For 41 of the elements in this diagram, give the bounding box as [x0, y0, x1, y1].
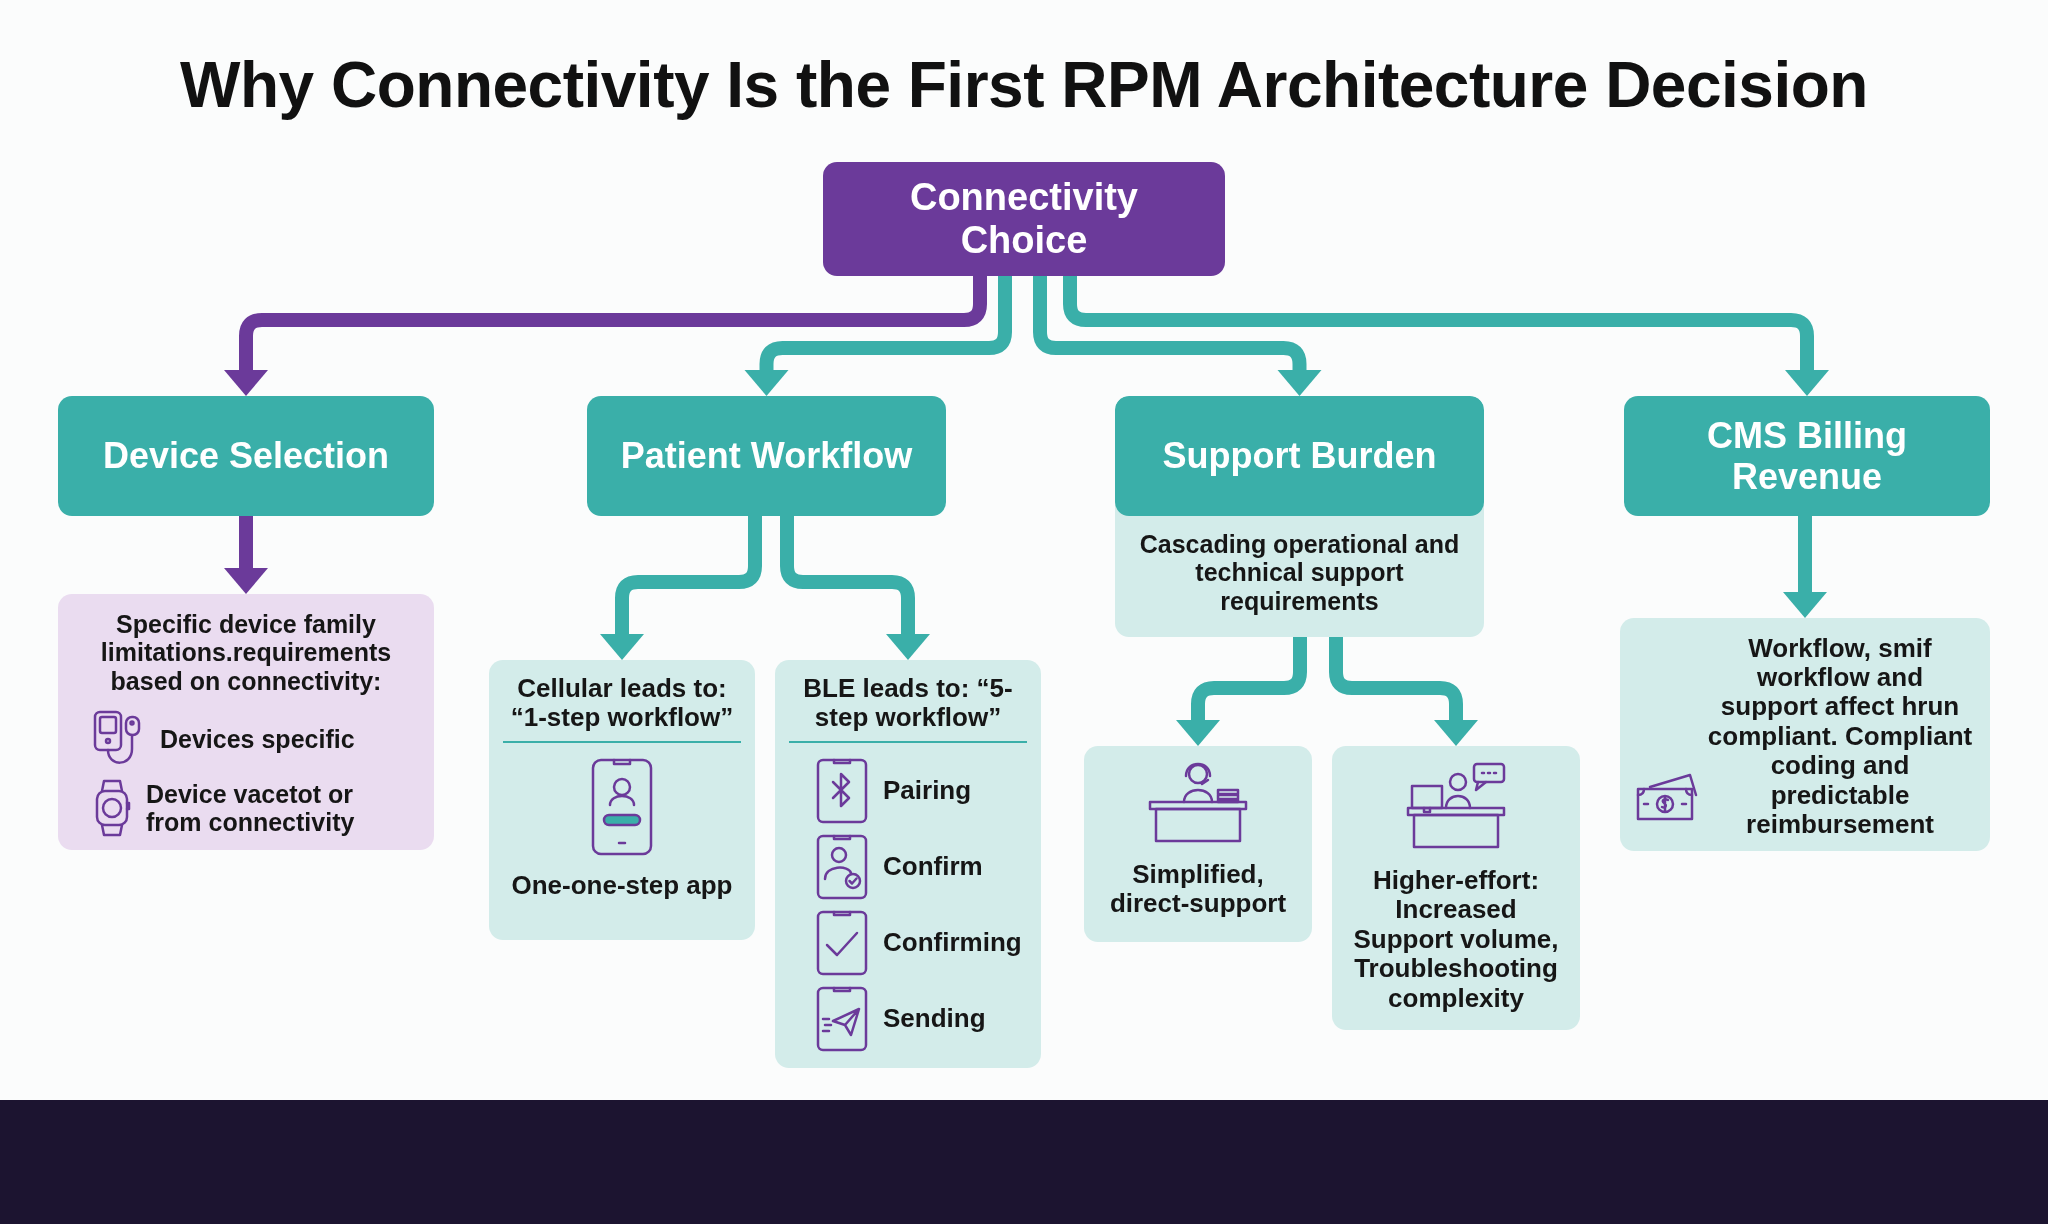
decision-box [823, 162, 1225, 276]
category-box [1624, 396, 1990, 516]
description-text: Workflow, smif workflow and support affect hrun compliant. Compliant coding and predictable reimbursement [1706, 633, 1974, 840]
step-text: Confirm [883, 852, 983, 882]
node-heading: Device Selection [101, 435, 391, 477]
arrow [780, 516, 930, 660]
node-heading: Patient Workflow [619, 435, 914, 477]
category-box [587, 396, 946, 516]
arrow [1063, 276, 1829, 396]
info-card [1620, 618, 1990, 851]
node-heading: Connectivity Choice [908, 176, 1139, 262]
info-card [775, 660, 1041, 1068]
step-text: Sending [883, 1004, 986, 1034]
category-box [58, 396, 434, 516]
info-card [489, 660, 755, 940]
item-text: Device vacetot or from connectivity [146, 779, 356, 836]
category-box [1115, 396, 1484, 637]
node-heading: Support Burden [1115, 396, 1484, 516]
card-heading: BLE leads to: “5-step workflow” [789, 674, 1027, 743]
description-text: Simplified, direct-support [1108, 860, 1288, 919]
info-card [1332, 746, 1580, 1030]
description-text: Higher-effort: Increased Support volume, Troubleshooting complexity [1352, 866, 1560, 1013]
arrow [1176, 637, 1307, 746]
step-text: Pairing [883, 776, 972, 806]
arrow [744, 276, 1012, 396]
arrow [1329, 637, 1478, 746]
arrow [224, 276, 987, 396]
step-text: Confirming [883, 928, 1022, 958]
arrow [1783, 516, 1827, 618]
diagram-title: Why Connectivity Is the First RPM Architecture Decision [179, 48, 1869, 122]
item-text: Devices specific [160, 724, 355, 753]
description-text: Cascading operational and technical support requirements [1138, 529, 1461, 615]
arrow [600, 516, 762, 660]
arrow [224, 516, 268, 594]
card-heading: Cellular leads to: “1-step workflow” [503, 674, 741, 743]
item-text: One-one-step app [511, 870, 733, 901]
info-card [58, 594, 434, 850]
arrow [1033, 276, 1322, 396]
info-card [1084, 746, 1312, 942]
node-heading: CMS Billing Revenue [1706, 414, 1908, 498]
description-text: Specific device family limitations.requirements based on connectivity: [99, 610, 393, 695]
